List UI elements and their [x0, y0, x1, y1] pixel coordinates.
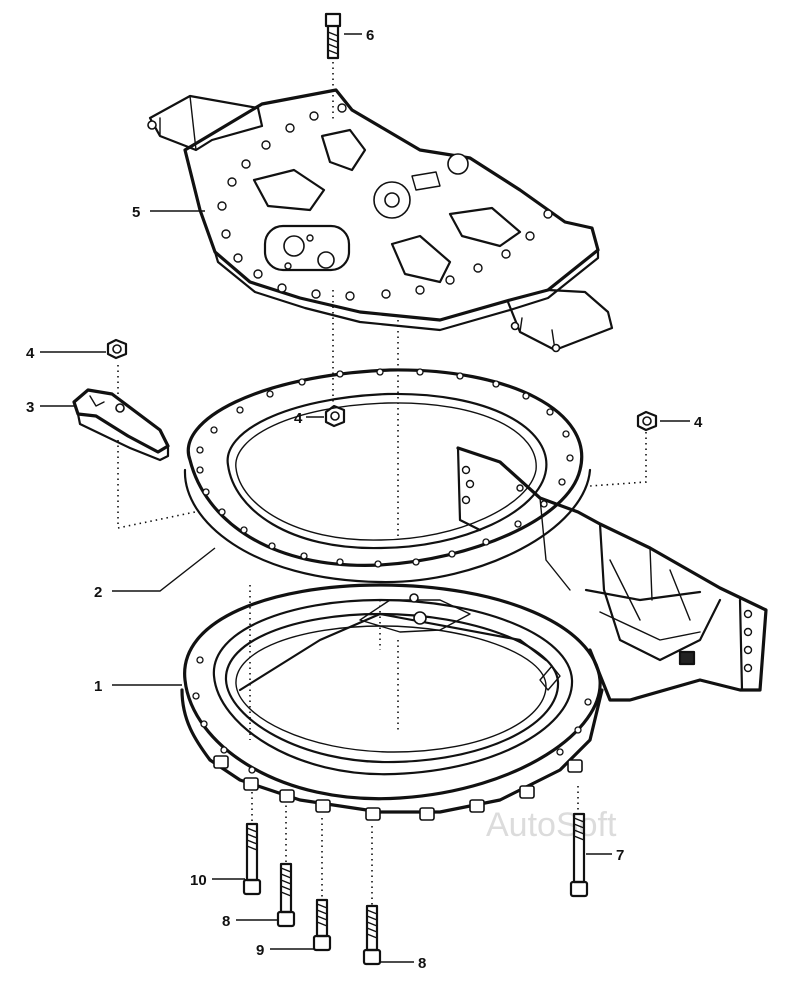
callout-4-center: 4 — [294, 410, 303, 427]
callout-6: 6 — [366, 27, 374, 44]
bolt-9 — [312, 898, 332, 952]
bolt-10 — [242, 822, 262, 896]
top-plate-5 — [147, 88, 614, 353]
callout-4-left: 4 — [26, 345, 35, 362]
chassis-frame — [456, 446, 768, 702]
bearing-ring-2 — [183, 368, 592, 584]
callout-3: 3 — [26, 399, 34, 416]
watermark-text: AutoSoft — [486, 806, 617, 844]
callout-1: 1 — [94, 678, 102, 695]
nut-4-center — [324, 404, 346, 428]
bolt-8-right — [362, 904, 382, 966]
nut-4-right — [636, 410, 658, 432]
callout-9: 9 — [256, 942, 264, 959]
callout-8-right: 8 — [418, 955, 426, 972]
clamp-3 — [72, 388, 170, 462]
base-housing-1 — [180, 583, 604, 821]
callout-labels: 6 5 4 3 4 4 2 1 7 10 8 9 8 — [26, 27, 703, 972]
callout-5: 5 — [132, 204, 140, 221]
callout-4-right: 4 — [694, 414, 703, 431]
bolt-8-left — [276, 862, 296, 928]
nut-4-left — [106, 338, 128, 360]
callout-8-left: 8 — [222, 913, 230, 930]
callout-2: 2 — [94, 584, 102, 601]
bolt-6 — [324, 12, 342, 60]
bolt-7 — [569, 812, 589, 898]
callout-10: 10 — [190, 872, 207, 889]
callout-7: 7 — [616, 847, 624, 864]
leader-lines — [40, 33, 690, 963]
